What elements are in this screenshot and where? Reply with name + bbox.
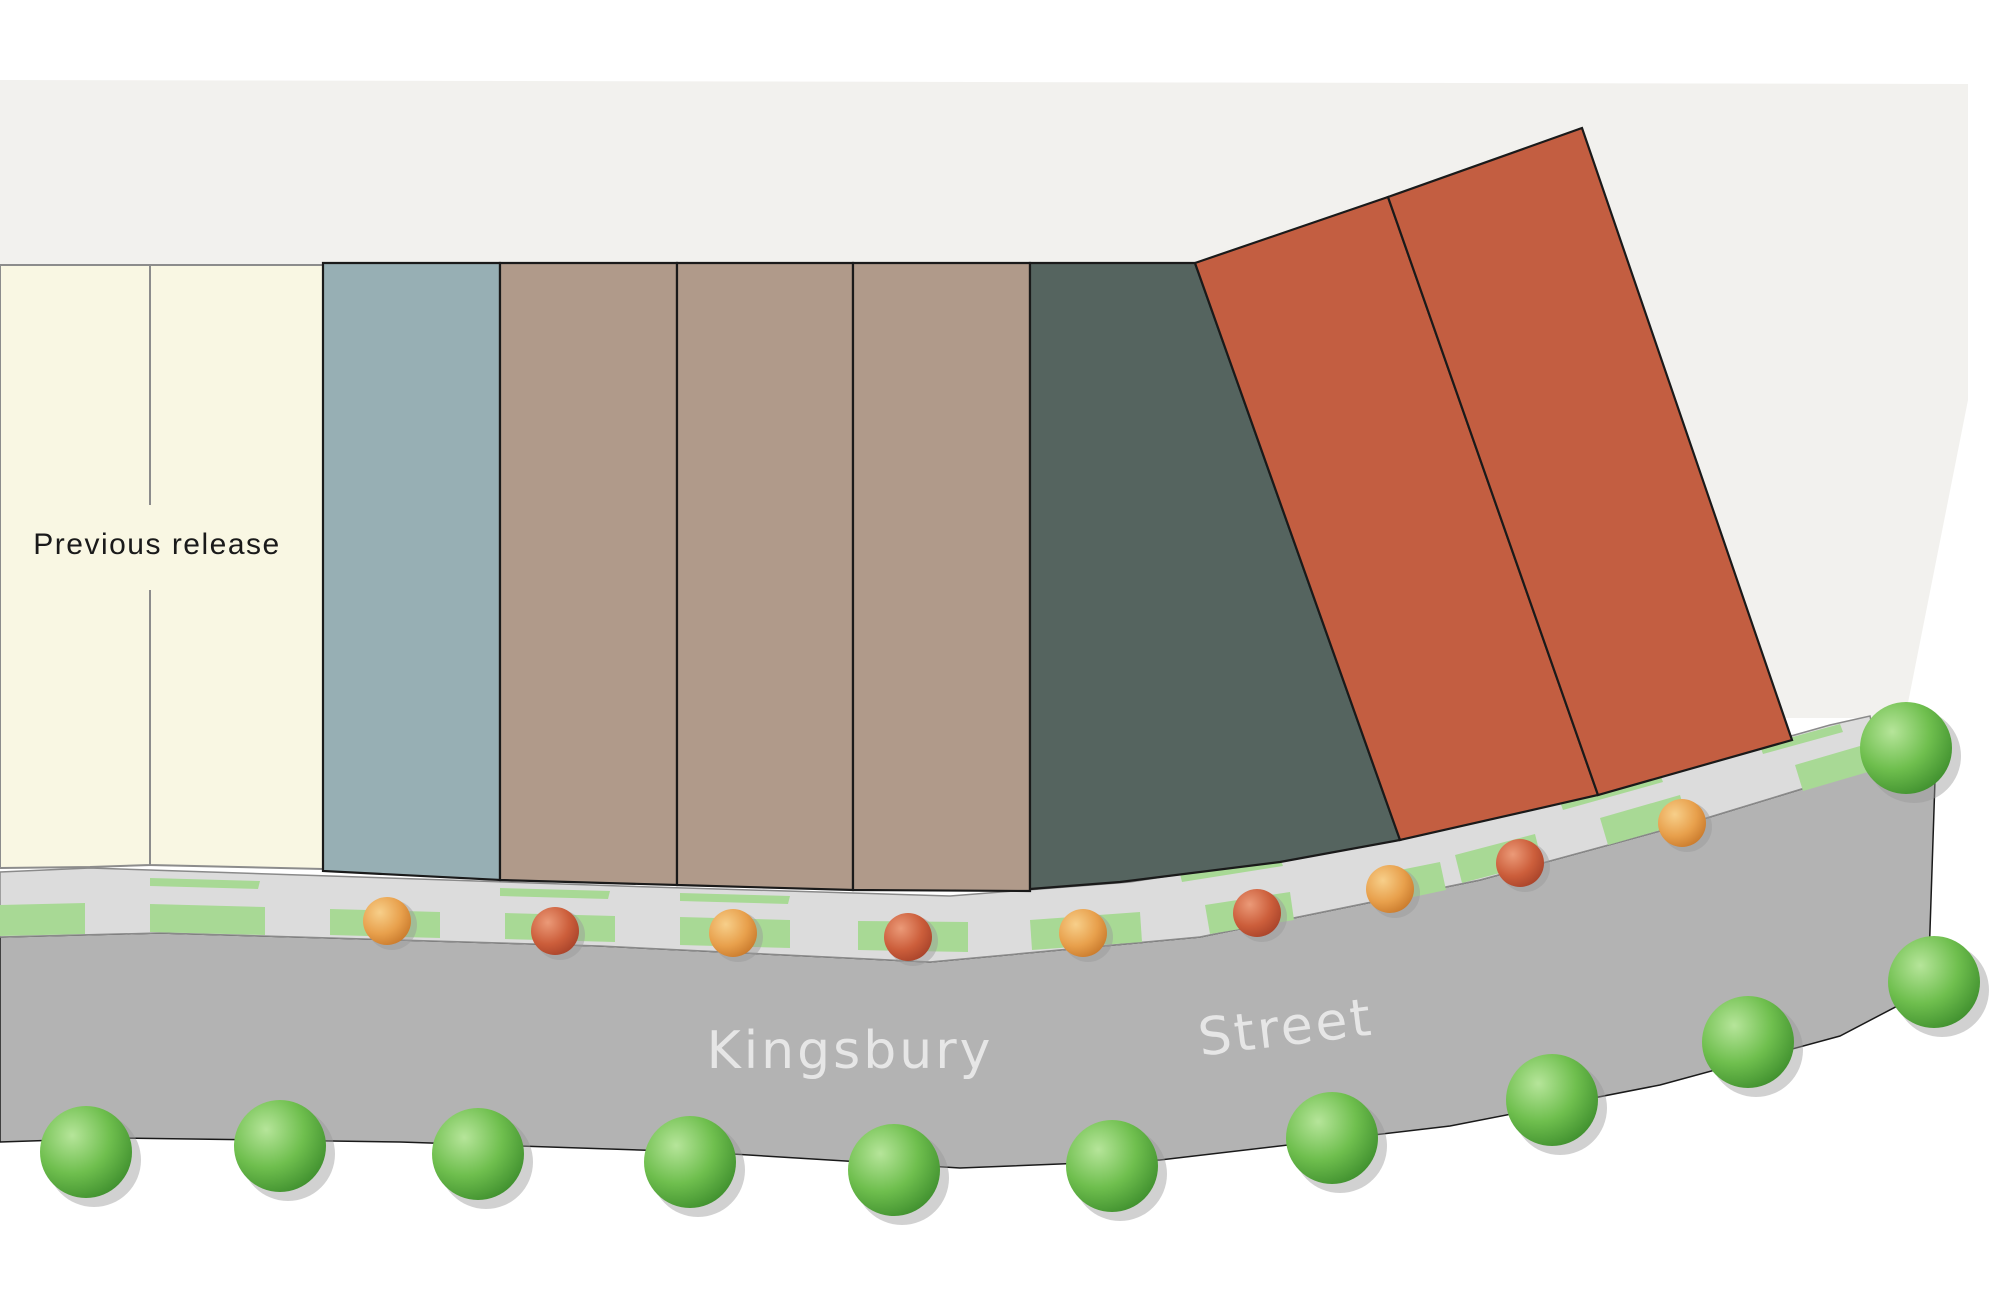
lot-taupe-2[interactable] [675,261,855,892]
tree-green-3 [432,1108,533,1209]
tree-red-3 [1233,889,1287,942]
tree-green-2 [234,1100,335,1201]
tree-orange-1 [363,897,417,950]
tree-green-4 [644,1116,745,1217]
footpath [0,715,1881,963]
tree-orange-5 [1658,799,1712,852]
street-trees-large [40,702,1989,1225]
lot-taupe-1[interactable] [498,261,679,887]
lot-previous-2[interactable] [149,264,324,871]
tree-green-9 [1702,996,1803,1097]
previous-release-lots: Previous release [0,264,324,871]
street-name-kingsbury: Kingsbury [707,1021,994,1081]
tree-orange-3 [1059,909,1113,962]
tree-green-8 [1506,1054,1607,1155]
lot-blue[interactable] [321,261,502,882]
tree-orange-4 [1366,865,1420,918]
tree-red-4 [1496,839,1550,892]
tree-green-corner-bottom [1888,936,1989,1037]
tree-green-6 [1066,1120,1167,1221]
street-trees-small [363,799,1712,966]
tree-green-5 [848,1124,949,1225]
tree-orange-2 [709,909,763,962]
tree-red-1 [531,907,585,960]
tree-green-7 [1286,1092,1387,1193]
tree-green-1 [40,1106,141,1207]
label-gap [140,505,162,590]
lot-terracotta-2[interactable] [1386,126,1794,797]
tree-green-corner-top [1860,702,1961,803]
tree-red-2 [884,913,938,966]
previous-release-label: Previous release [33,528,280,561]
lot-previous-1[interactable] [0,264,151,870]
lot-taupe-3[interactable] [851,261,1032,893]
